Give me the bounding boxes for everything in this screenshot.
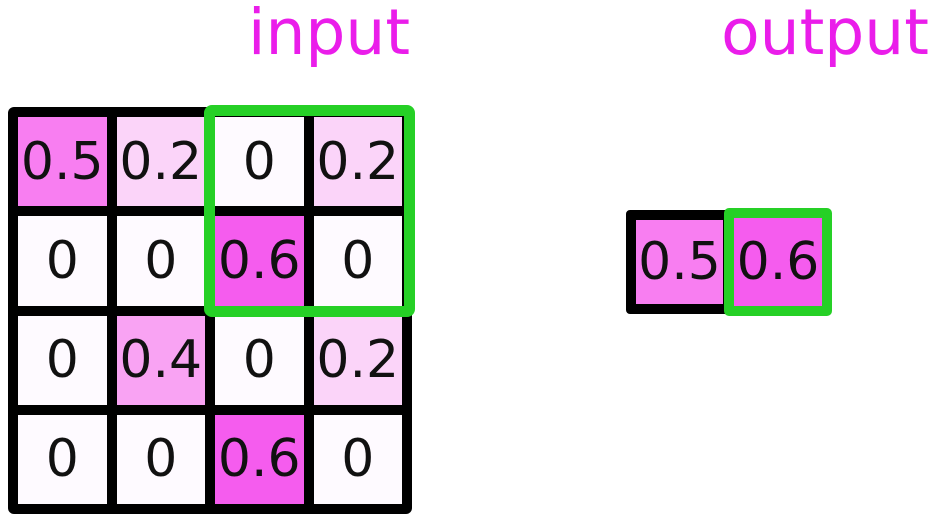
input-cell-r0c2: 0	[215, 117, 304, 207]
input-cell-r1c1: 0	[116, 216, 205, 306]
input-title: input	[247, 0, 411, 69]
input-cell-r3c2: 0.6	[215, 414, 304, 504]
input-cell-r0c1: 0.2	[116, 117, 205, 207]
input-cell-r3c0: 0	[18, 414, 107, 504]
output-cell-0: 0.5	[626, 210, 733, 314]
output-title: output	[721, 0, 929, 69]
input-cell-r3c1: 0	[116, 414, 205, 504]
input-cell-r1c2: 0.6	[215, 216, 304, 306]
output-cell-1: 0.6	[724, 208, 832, 316]
input-cell-r2c3: 0.2	[313, 315, 402, 405]
input-cell-r2c1: 0.4	[116, 315, 205, 405]
input-cell-r1c0: 0	[18, 216, 107, 306]
input-cell-r0c0: 0.5	[18, 117, 107, 207]
input-cell-r2c2: 0	[215, 315, 304, 405]
input-cell-r2c0: 0	[18, 315, 107, 405]
input-grid: 0.5 0.2 0 0.2 0 0 0.6 0 0 0.4 0 0.2 0 0 …	[8, 107, 412, 514]
input-cell-r3c3: 0	[313, 414, 402, 504]
output-grid: 0.5 0.6	[626, 208, 832, 316]
input-cell-r0c3: 0.2	[313, 117, 402, 207]
input-cell-r1c3: 0	[313, 216, 402, 306]
